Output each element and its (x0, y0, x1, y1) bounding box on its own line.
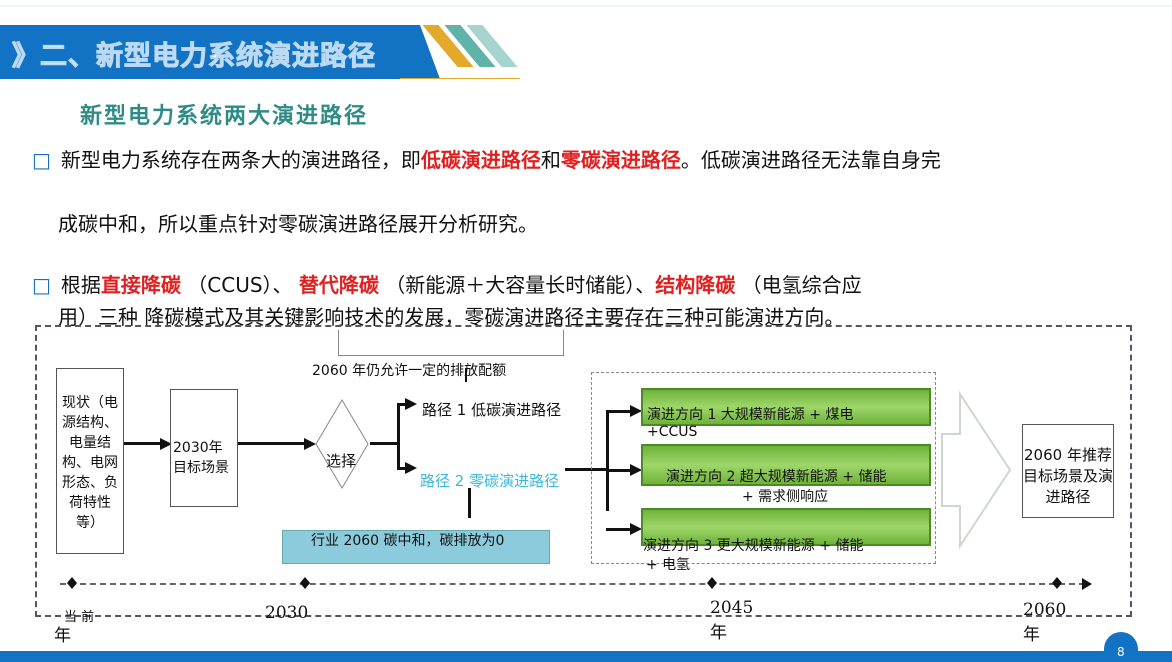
decor-line (400, 78, 520, 79)
big-arrow (941, 390, 1012, 550)
arrow (565, 468, 609, 471)
direction-1-box (641, 388, 931, 426)
text: 和 (540, 148, 561, 172)
timeline-label-2060-year: 年 (1023, 625, 1040, 645)
page-badge (1104, 632, 1138, 662)
arrow-up (465, 368, 467, 382)
text: 新型电力系统存在两条大的演进路径，即 (60, 148, 421, 172)
text: （新能源＋大容量长时储能）、 (385, 273, 656, 297)
arrow (606, 410, 634, 413)
page-title: 》二、新型电力系统演进路径 (12, 41, 376, 73)
direction-3-label: 演进方向 3 更大规模新能源 + 储能 (643, 538, 864, 554)
highlight: 低碳演进路径 (420, 148, 541, 172)
timeline-axis (60, 583, 1085, 585)
branch-line (606, 411, 609, 511)
timeline-label-2060: 2060 (1023, 600, 1067, 620)
highlight: 零碳演进路径 (560, 148, 681, 172)
diagram-frame (35, 325, 1132, 617)
arrow (606, 528, 634, 531)
arrow-head (630, 405, 642, 417)
arrow-head (630, 523, 642, 535)
arrow (397, 467, 407, 470)
arrow-head (304, 438, 316, 450)
timeline-label-2045: 2045 (710, 598, 754, 618)
direction-3-sub: + 电氢 (646, 557, 691, 573)
bullet-1: □ 新型电力系统存在两条大的演进路径，即低碳演进路径和零碳演进路径。低碳演进路径无… (32, 145, 1142, 175)
page-number: 8 (1117, 645, 1125, 659)
highlight: 结构降碳 (655, 273, 736, 297)
highlight: 直接降碳 (100, 273, 181, 297)
direction-2-label: 演进方向 2 超大规模新能源 + 储能 (666, 469, 887, 485)
branch-line (397, 403, 400, 469)
arrow (238, 442, 308, 445)
timeline-marker (1052, 577, 1062, 589)
target-2030-box: 2030年目标场景 (170, 389, 238, 507)
timeline-marker (67, 577, 77, 589)
bullet-1-line2: 成碳中和，所以重点针对零碳演进路径展开分析研究。 (58, 212, 538, 236)
industry-neutral-box: 行业 2060 碳中和，碳排放为0 (282, 530, 550, 564)
timeline-label-now-year: 年 (54, 626, 71, 646)
direction-2-sub: + 需求侧响应 (742, 489, 829, 505)
section-subtitle: 新型电力系统两大演进路径 (80, 104, 369, 129)
arrow (397, 403, 407, 406)
timeline-label-now: 当 前 (64, 610, 95, 625)
bullet-marker: □ (32, 148, 51, 172)
arrow (370, 442, 398, 445)
arrow (606, 469, 634, 472)
highlight: 替代降碳 (298, 273, 379, 297)
bullet-2: □根据直接降碳 （CCUS）、 替代降碳 （新能源＋大容量长时储能）、结构降碳 … (32, 270, 1142, 300)
direction-3-box (641, 508, 931, 546)
choice-diamond (315, 399, 369, 489)
timeline-arrow (1082, 578, 1092, 590)
direction-1-sub: +CCUS (647, 424, 698, 440)
path-2-label: 路径 2 零碳演进路径 (420, 472, 560, 490)
arrow-head (160, 438, 172, 450)
arrow-down (468, 488, 471, 518)
text: 根据 (60, 273, 101, 297)
path-1-label: 路径 1 低碳演进路径 (422, 401, 562, 419)
direction-1-label: 演进方向 1 大规模新能源 + 煤电 (647, 407, 854, 423)
note-box (338, 330, 564, 356)
text: 。低碳演进路径无法靠自身完 (680, 148, 941, 172)
arrow-head (405, 462, 417, 474)
choice-label: 选择 (326, 452, 357, 470)
text: （电氢综合应 (741, 273, 862, 297)
arrow-head (630, 464, 642, 476)
final-target-box: 2060 年推荐目标场景及演进路径 (1022, 424, 1114, 518)
arrow (124, 442, 164, 445)
timeline-label-2045-year: 年 (710, 623, 727, 643)
top-rule (0, 5, 1172, 7)
title-banner (0, 25, 440, 79)
bullet-marker: □ (32, 273, 51, 297)
emission-note: 2060 年仍允许一定的排放配额 (312, 363, 507, 379)
footer-bar (0, 651, 1172, 662)
direction-2-box (641, 444, 931, 486)
timeline-marker (300, 577, 310, 589)
timeline-label-2030: 2030 (265, 603, 309, 623)
text: （CCUS）、 (187, 273, 293, 297)
directions-frame (591, 372, 936, 564)
timeline-marker (707, 577, 717, 589)
current-state-box: 现状（电源结构、电量结构、电网形态、负荷特性等） (56, 368, 124, 554)
arrow-head (405, 398, 417, 410)
